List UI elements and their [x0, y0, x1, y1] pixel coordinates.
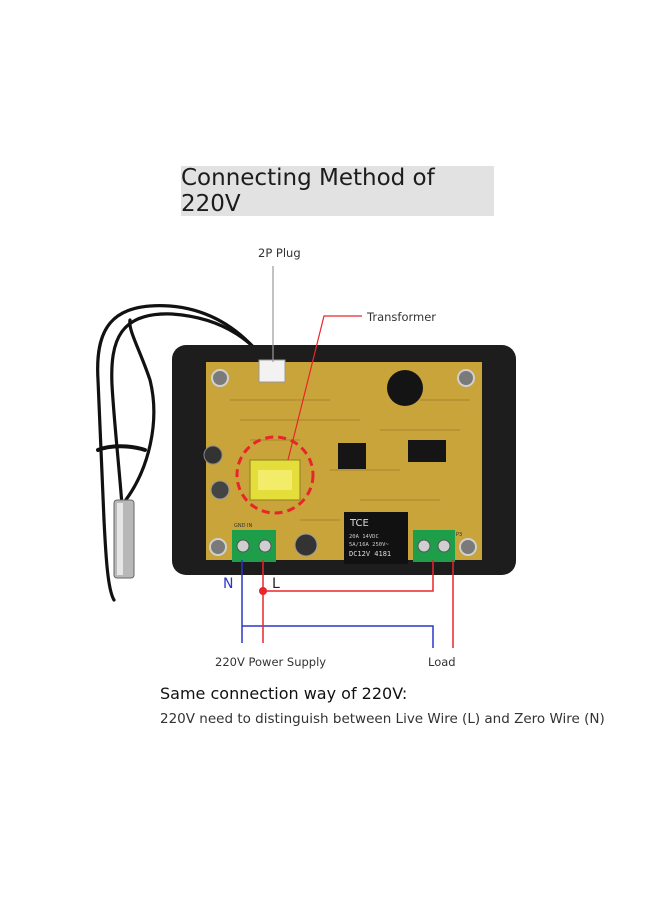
relay-brand: TCE: [349, 518, 369, 529]
neutral-wire: [241, 560, 434, 648]
buzzer: [387, 370, 423, 406]
transformer-highlight: [235, 435, 315, 515]
load-label: Load: [428, 655, 456, 669]
note-heading: Same connection way of 220V:: [160, 684, 408, 703]
capacitor: [210, 480, 230, 500]
power-supply-label: 220V Power Supply: [215, 655, 327, 669]
neutral-label: N: [223, 576, 234, 592]
relay-line-3: DC12V 4181: [349, 550, 391, 558]
transformer-label: Transformer: [367, 310, 437, 324]
relay-line-2: 5A/16A 250V~: [349, 542, 389, 548]
live-junction: [259, 587, 267, 595]
terminal-mark-left: GND IN: [234, 523, 253, 529]
sensor-cable: [96, 304, 274, 602]
ic-chip: [338, 443, 366, 469]
live-label: L: [272, 576, 280, 592]
plug-label: 2P Plug: [258, 246, 301, 260]
relay-line-1: 20A 14VDC: [349, 534, 379, 540]
terminal-block-power: [232, 530, 276, 562]
plug-connector: [258, 359, 286, 383]
transformer-leader-line: [287, 315, 362, 461]
relay: [344, 512, 408, 564]
note-text: 220V need to distinguish between Live Wi…: [160, 711, 605, 727]
live-wire: [262, 560, 454, 648]
mounting-screws: [209, 369, 477, 556]
ic-chip: [408, 440, 446, 462]
terminal-mark-right: P3: [456, 532, 462, 538]
title-box: Connecting Method of 220V: [181, 165, 494, 217]
capacitor: [294, 533, 318, 557]
terminal-block-load: [413, 530, 455, 562]
page-title: Connecting Method of 220V: [181, 165, 435, 217]
capacitor: [203, 445, 223, 465]
